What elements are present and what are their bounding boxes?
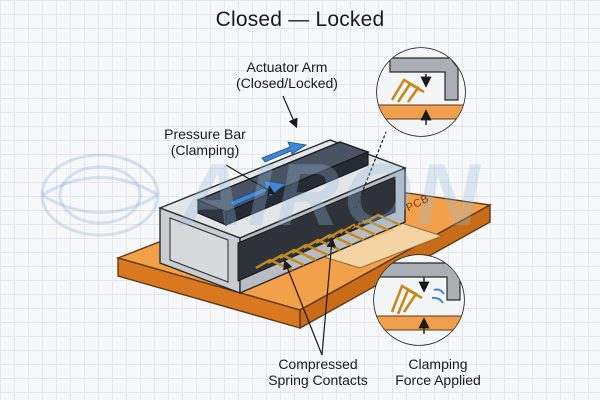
- pressure-bar-label-line2: (Clamping): [170, 141, 240, 158]
- inset-top-detail: [376, 47, 466, 137]
- leader-lines: [225, 95, 387, 356]
- close-direction-arrow-top: [261, 141, 308, 163]
- clamping-force-label: Clamping Force Applied: [388, 356, 488, 388]
- spring-contacts: [255, 213, 401, 272]
- spring-contacts-label-line2: Spring Contacts: [268, 371, 368, 388]
- inset-bottom-detail: [373, 254, 465, 346]
- spring-contacts-label-line1: Compressed: [278, 356, 358, 372]
- diagram-title: Closed — Locked: [215, 8, 385, 31]
- pressure-bar-label: Pressure Bar (Clamping): [150, 126, 260, 158]
- spring-contacts-label: Compressed Spring Contacts: [258, 356, 378, 388]
- pressure-bar-label-line1: Pressure Bar: [164, 126, 246, 142]
- actuator-arm-label: Actuator Arm (Closed/Locked): [222, 59, 352, 91]
- clamping-force-label-line2: Force Applied: [395, 371, 481, 388]
- actuator-arm-label-line2: (Closed/Locked): [236, 74, 338, 91]
- clamping-force-label-line1: Clamping: [408, 356, 468, 372]
- actuator-arm-label-line1: Actuator Arm: [246, 59, 328, 75]
- actuator-arm: [196, 141, 370, 226]
